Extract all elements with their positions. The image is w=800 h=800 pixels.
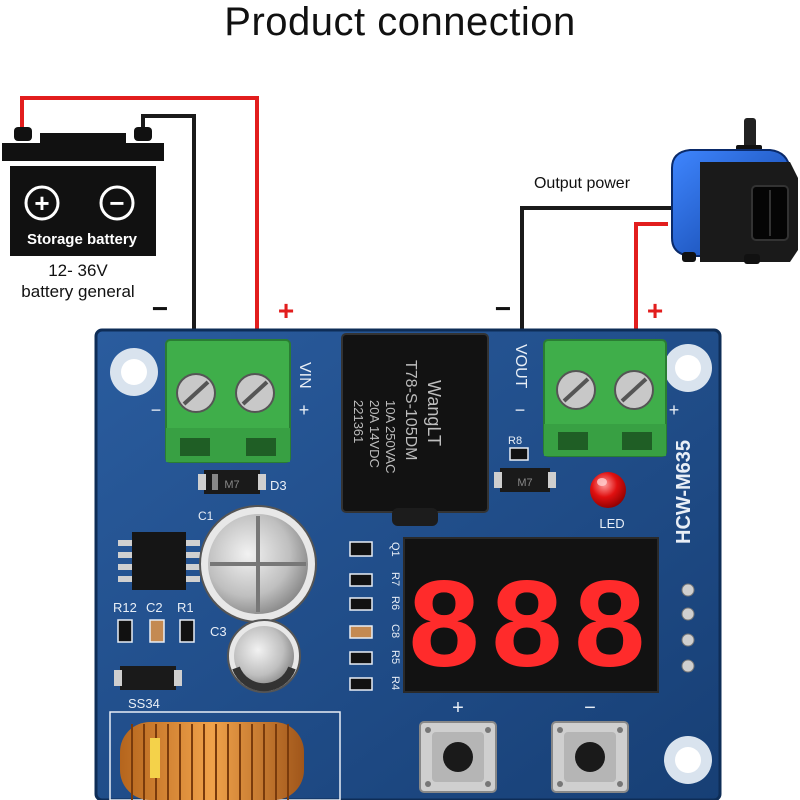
relay	[341, 333, 489, 526]
d3-m7-mark: M7	[224, 479, 239, 491]
input-plus-mark: +	[278, 295, 294, 326]
r1-label: R1	[177, 600, 194, 615]
r6-resistor	[349, 597, 373, 611]
storage-battery: + − Storage battery	[2, 127, 164, 256]
relay-brand: WangLT	[424, 380, 444, 446]
battery-terminal-negative	[134, 127, 152, 141]
r5-resistor	[349, 651, 373, 665]
out-diode-mark: M7	[517, 477, 532, 489]
output-minus-mark: −	[495, 293, 511, 324]
output-terminal-block	[543, 339, 667, 457]
input-wires	[20, 96, 259, 358]
battery-voltage-line2: battery general	[21, 282, 134, 301]
seven-segment-display: 888	[403, 537, 659, 705]
led-label: LED	[599, 516, 624, 531]
r12-resistor	[117, 619, 133, 643]
input-terminal-block	[165, 339, 291, 463]
diode-out	[494, 468, 556, 492]
r8-resistor	[509, 447, 529, 461]
pcb-edge	[94, 328, 722, 800]
relay-spec-ac: 10A 250VAC	[383, 400, 398, 473]
vout-silkscreen: VOUT	[512, 344, 529, 389]
header-pins	[681, 583, 695, 673]
relay-markings: WangLT T78-S-105DM 10A 250VAC 20A 14VDC …	[351, 360, 444, 473]
relay-spec-dc: 20A 14VDC	[367, 400, 382, 468]
battery-top-bar	[40, 133, 126, 143]
vin-minus-silkscreen: −	[151, 400, 162, 420]
output-positive-wire	[634, 222, 668, 356]
r5-label: R5	[389, 650, 401, 664]
led	[590, 472, 626, 508]
relay-model: T78-S-105DM	[402, 360, 419, 460]
pump-foot-left	[682, 252, 696, 262]
battery-voltage-line1: 12- 36V	[48, 261, 108, 280]
d3-label: D3	[270, 478, 287, 493]
output-power-label: Output power	[534, 175, 631, 192]
battery-minus-icon	[99, 185, 135, 221]
q1-label: Q1	[389, 542, 401, 557]
pump-foot-right	[744, 254, 760, 264]
inductor-coil	[109, 711, 341, 800]
capacitor-c3	[227, 619, 301, 693]
ss34-label: SS34	[128, 696, 160, 711]
battery-terminal-positive	[14, 127, 32, 141]
vin-silkscreen: VIN	[296, 362, 313, 389]
board-model-label: HCW-M635	[673, 440, 695, 544]
minus-push-button[interactable]	[551, 721, 629, 793]
battery-lid	[2, 143, 164, 161]
display-digits: 888	[406, 560, 654, 705]
input-minus-mark: −	[152, 293, 168, 324]
vin-plus-silkscreen: +	[299, 400, 310, 420]
capacitor-c1	[199, 505, 317, 623]
mounting-hole-bottom-right	[664, 736, 712, 784]
c2-capacitor	[149, 619, 165, 643]
battery-name-label: Storage battery	[27, 231, 138, 248]
pump-nozzle	[744, 118, 756, 152]
mounting-hole-top-left	[110, 348, 158, 396]
output-wires	[520, 206, 695, 356]
r4-resistor	[349, 677, 373, 691]
page-title: Product connection	[224, 0, 576, 44]
relay-code: 221361	[351, 400, 366, 443]
c8-label: C8	[389, 624, 401, 638]
ic-chip	[118, 532, 200, 590]
button-plus-silkscreen: +	[452, 697, 464, 719]
c8-capacitor	[349, 625, 373, 639]
pcb-board: VIN + − VOUT − + WangLT T78-S-105DM 10A …	[94, 328, 722, 800]
button-minus-silkscreen: −	[584, 697, 596, 719]
r8-label: R8	[508, 435, 522, 447]
output-negative-wire	[520, 206, 695, 356]
input-positive-wire	[20, 96, 259, 358]
mounting-hole-top-right	[664, 344, 712, 392]
vout-plus-silkscreen: +	[669, 400, 680, 420]
plus-push-button[interactable]	[419, 721, 497, 793]
r7-resistor	[349, 573, 373, 587]
r6-label: R6	[389, 596, 401, 610]
q1-transistor	[349, 541, 373, 557]
diode-ss34	[114, 666, 182, 690]
water-pump	[671, 118, 798, 264]
output-plus-mark: +	[647, 295, 663, 326]
battery-plus-symbol: +	[34, 188, 49, 218]
c2-label: C2	[146, 600, 163, 615]
r12-label: R12	[113, 600, 137, 615]
r1-resistor	[179, 619, 195, 643]
r7-label: R7	[389, 572, 401, 586]
input-negative-wire	[141, 114, 196, 358]
vout-minus-silkscreen: −	[515, 400, 526, 420]
c1-label: C1	[198, 509, 214, 523]
diode-d3	[198, 470, 266, 494]
c3-label: C3	[210, 624, 227, 639]
battery-minus-symbol: −	[109, 188, 124, 218]
battery-plus-icon	[24, 185, 60, 221]
r4-label: R4	[389, 676, 401, 690]
